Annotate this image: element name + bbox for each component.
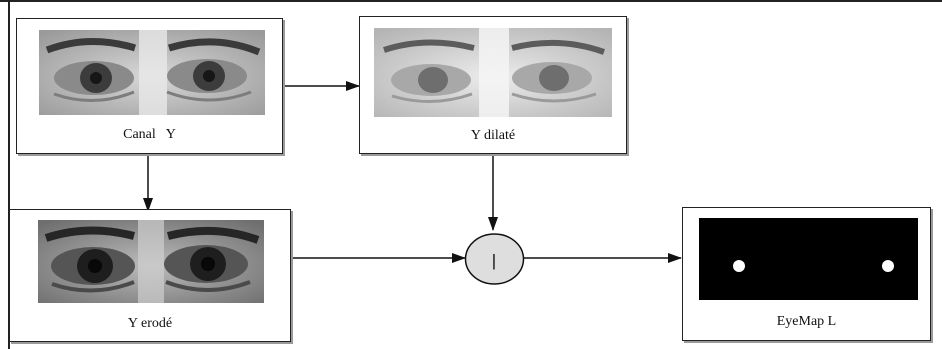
- frame-top-border: [0, 0, 942, 2]
- label-y-erode: Y erodé: [127, 316, 173, 331]
- node-y-dilate: Y dilaté: [359, 16, 627, 154]
- eye-photo-y-erode: [38, 220, 264, 303]
- label-eyemap-l: EyeMap L: [776, 314, 837, 329]
- frame-left-border: [8, 0, 10, 349]
- label-y-dilate: Y dilaté: [470, 128, 516, 143]
- label-canal-y: Canal Y: [123, 127, 176, 142]
- eyemap-binary-image: [699, 218, 918, 300]
- eye-photo-y-dilate: [374, 28, 612, 117]
- operator-symbol: |: [492, 251, 496, 270]
- node-canal-y: Canal Y: [16, 18, 283, 154]
- operator-node: [464, 233, 525, 285]
- node-eyemap-l: EyeMap L: [682, 207, 931, 341]
- node-y-erode: Y erodé: [9, 209, 291, 342]
- eye-photo-canal-y: [39, 30, 265, 115]
